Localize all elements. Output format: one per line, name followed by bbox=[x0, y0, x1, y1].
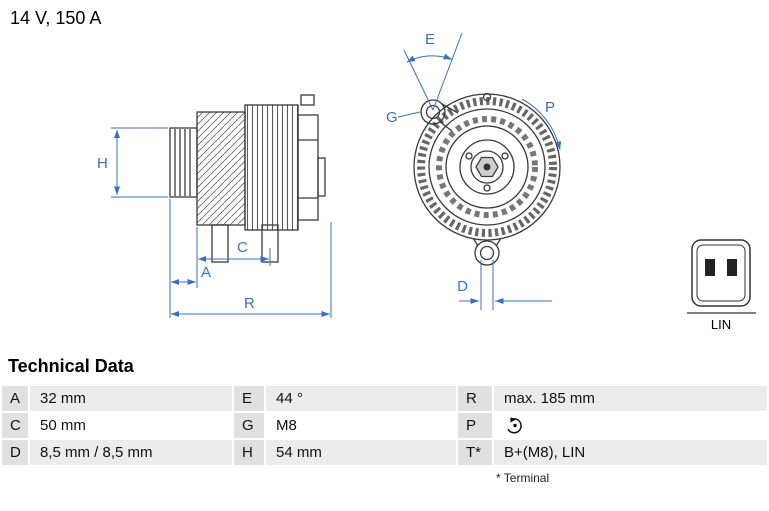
spec-value-c: 50 mm bbox=[30, 413, 232, 438]
technical-data-title: Technical Data bbox=[8, 356, 134, 376]
connector-label: LIN bbox=[711, 317, 731, 332]
dim-label-e: E bbox=[425, 31, 435, 48]
spec-label-c: C bbox=[2, 413, 28, 438]
spec-value-t: B+(M8), LIN bbox=[494, 440, 767, 465]
alternator-side-view bbox=[169, 94, 326, 263]
terminal-block bbox=[300, 94, 315, 106]
rear-bracket bbox=[297, 114, 319, 221]
technical-data-section: Technical Data A 32 mm E 44 ° R max. 185… bbox=[0, 356, 769, 485]
spec-label-g: G bbox=[234, 413, 264, 438]
top-mounting-lug bbox=[420, 99, 459, 132]
drive-end-bracket bbox=[196, 111, 246, 226]
spec-value-h: 54 mm bbox=[266, 440, 456, 465]
stator-body bbox=[244, 104, 299, 231]
spec-label-a: A bbox=[2, 386, 28, 411]
spec-label-r: R bbox=[458, 386, 492, 411]
spec-label-t: T* bbox=[458, 440, 492, 465]
side-view-dimension-labels: H A C R bbox=[97, 155, 255, 312]
dim-label-r: R bbox=[244, 295, 255, 312]
dim-label-c: C bbox=[237, 239, 248, 256]
table-row: A 32 mm E 44 ° R max. 185 mm bbox=[2, 386, 767, 411]
connector-outline bbox=[691, 239, 751, 307]
terminal-footnote: * Terminal bbox=[496, 471, 550, 485]
alternator-front-view bbox=[413, 92, 561, 266]
spec-label-e: E bbox=[234, 386, 264, 411]
side-view-dimensions bbox=[111, 127, 332, 318]
dim-label-g: G bbox=[386, 109, 398, 126]
spec-value-p bbox=[494, 413, 767, 438]
spec-value-e: 44 ° bbox=[266, 386, 456, 411]
spec-value-r: max. 185 mm bbox=[494, 386, 767, 411]
spec-value-a: 32 mm bbox=[30, 386, 232, 411]
spec-value-g: M8 bbox=[266, 413, 456, 438]
dim-label-d: D bbox=[457, 278, 468, 295]
rotation-direction-icon bbox=[507, 416, 522, 433]
front-view-dimensions bbox=[397, 32, 562, 310]
dim-label-p: P bbox=[545, 99, 555, 116]
spec-label-p: P bbox=[458, 413, 492, 438]
connector-pin bbox=[705, 259, 715, 276]
front-mounting-foot bbox=[211, 224, 229, 263]
table-row: D 8,5 mm / 8,5 mm H 54 mm T* B+(M8), LIN bbox=[2, 440, 767, 465]
technical-drawing: H A C R bbox=[97, 31, 756, 332]
pulley bbox=[169, 127, 198, 198]
connector-pin bbox=[727, 259, 737, 276]
dim-label-a: A bbox=[201, 264, 211, 281]
spec-label-h: H bbox=[234, 440, 264, 465]
lin-connector-detail bbox=[687, 239, 756, 314]
front-view-dimension-labels: E G P D bbox=[386, 31, 555, 295]
rear-stub bbox=[317, 157, 326, 197]
dim-label-h: H bbox=[97, 155, 108, 172]
spec-label-d: D bbox=[2, 440, 28, 465]
technical-data-table: A 32 mm E 44 ° R max. 185 mm C 50 mm G M… bbox=[0, 384, 769, 467]
table-row: C 50 mm G M8 P bbox=[2, 413, 767, 438]
rating-text: 14 V, 150 A bbox=[10, 8, 102, 28]
spec-value-d: 8,5 mm / 8,5 mm bbox=[30, 440, 232, 465]
bottom-mounting-lug bbox=[472, 237, 502, 266]
